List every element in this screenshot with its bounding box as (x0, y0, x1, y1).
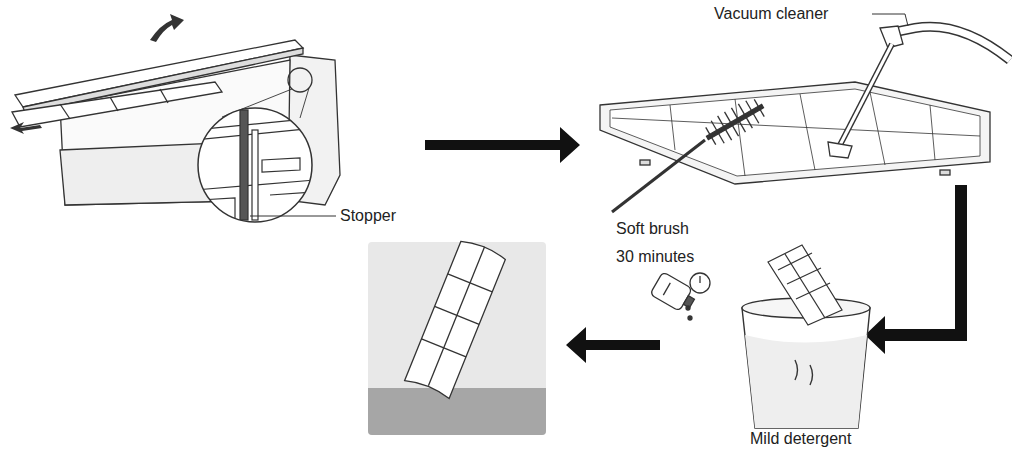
soft-brush (612, 94, 770, 212)
soaking-filter (768, 245, 842, 325)
detergent-bottle (650, 272, 699, 320)
leader-line (250, 216, 336, 217)
timer-icon (690, 273, 710, 293)
part-label: 30 minutes (614, 248, 696, 266)
air-filter (600, 82, 990, 184)
drying-scene (368, 238, 546, 435)
step-arrow (566, 327, 660, 363)
vacuum-cleaner (828, 26, 1010, 158)
part-label: Vacuum cleaner (712, 5, 830, 23)
step-arrow (425, 127, 580, 163)
part-label: Stopper (338, 207, 398, 225)
curved-lift-arrow (10, 14, 184, 134)
part-label: Mild detergent (748, 430, 853, 448)
step-arrow (865, 185, 967, 354)
leader-line (905, 14, 908, 26)
magnified-stopper (195, 108, 315, 225)
leader-line (872, 14, 905, 15)
part-label: Soft brush (614, 220, 691, 238)
